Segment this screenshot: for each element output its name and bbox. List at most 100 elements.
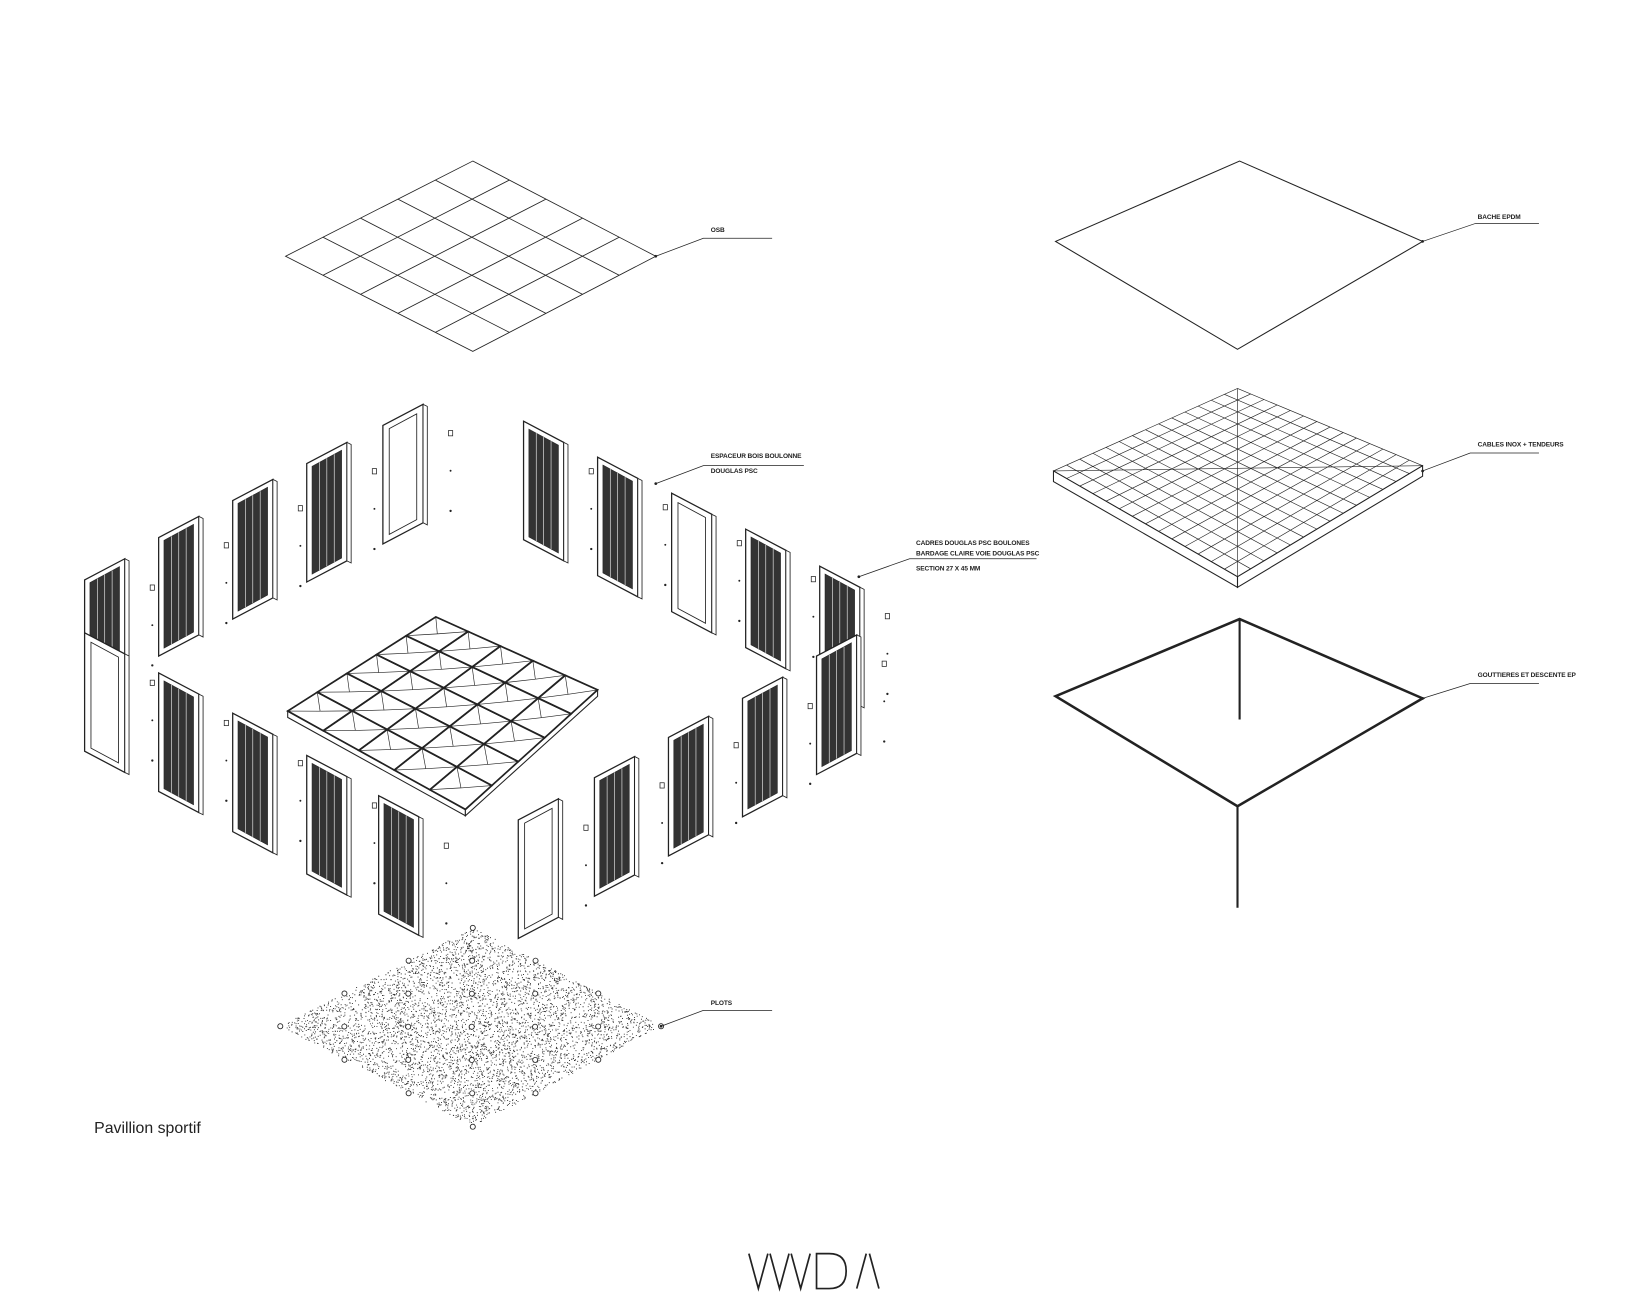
truss bbox=[507, 697, 539, 702]
bolt-dot bbox=[886, 692, 889, 696]
spacer-bolt bbox=[662, 504, 668, 511]
bolt-dot bbox=[225, 799, 228, 802]
label-espaceur-2: DOUGLAS PSC bbox=[711, 468, 758, 475]
panel-edge bbox=[856, 634, 862, 757]
truss bbox=[511, 717, 542, 722]
truss bbox=[405, 635, 409, 654]
bolt-dot bbox=[734, 821, 738, 825]
truss bbox=[456, 766, 462, 788]
grid-line bbox=[322, 179, 510, 276]
label-cadres-3: SECTION 27 X 45 MM bbox=[916, 565, 981, 572]
leader-dot bbox=[1421, 469, 1424, 473]
grid-line bbox=[1079, 458, 1265, 562]
truss bbox=[425, 766, 457, 770]
spacer-bolt bbox=[807, 703, 813, 710]
grid-line bbox=[322, 236, 510, 333]
grid-line bbox=[1197, 448, 1384, 555]
plot-pad bbox=[405, 990, 412, 997]
panel-edge bbox=[272, 733, 278, 856]
plot-pad bbox=[468, 1023, 475, 1030]
truss bbox=[502, 660, 533, 665]
grid-line bbox=[1211, 454, 1397, 562]
spacer-bolt bbox=[223, 719, 229, 727]
truss bbox=[346, 672, 379, 674]
truss bbox=[378, 670, 411, 673]
bolt-dot bbox=[225, 621, 228, 625]
spacer-bolt bbox=[588, 468, 594, 475]
bolt-dot bbox=[373, 547, 376, 551]
grid-line bbox=[360, 198, 547, 295]
panel-edge bbox=[711, 513, 717, 636]
plot-pad bbox=[468, 1057, 475, 1063]
truss bbox=[535, 674, 566, 680]
truss bbox=[409, 671, 413, 690]
truss bbox=[460, 785, 492, 789]
plot-pad bbox=[595, 1056, 602, 1063]
truss bbox=[564, 675, 569, 695]
spacer-bolt bbox=[736, 540, 742, 547]
truss bbox=[471, 666, 475, 686]
wall-panels-layer bbox=[83, 403, 890, 940]
truss bbox=[421, 748, 427, 769]
bolt-dot bbox=[738, 619, 741, 623]
truss bbox=[346, 673, 350, 692]
truss bbox=[456, 764, 488, 768]
truss bbox=[483, 740, 515, 745]
grid-line bbox=[397, 198, 583, 295]
leader-dot bbox=[654, 254, 658, 258]
label-osb: OSB bbox=[711, 227, 725, 234]
plots-floor-layer bbox=[277, 924, 665, 1130]
bolt-dot bbox=[738, 579, 741, 582]
bolt-dot bbox=[151, 624, 154, 627]
truss bbox=[487, 761, 519, 765]
truss bbox=[406, 633, 438, 637]
bolt-dot bbox=[449, 509, 452, 513]
truss bbox=[567, 689, 598, 695]
panel-edge bbox=[782, 676, 788, 799]
truss bbox=[505, 678, 536, 683]
grid-line bbox=[1224, 459, 1410, 570]
spacer-bolt bbox=[297, 760, 303, 767]
spacer-bolt bbox=[297, 505, 303, 512]
truss bbox=[415, 706, 447, 709]
truss bbox=[358, 749, 391, 751]
label-espaceur-1: ESPACEUR BOIS BOULONNE bbox=[711, 453, 802, 460]
vvvda-logo bbox=[748, 1252, 880, 1292]
bolt-dot bbox=[449, 469, 452, 472]
truss bbox=[376, 652, 409, 655]
grid-line bbox=[1184, 443, 1370, 547]
leader-line bbox=[1422, 452, 1539, 472]
truss bbox=[480, 720, 512, 725]
grid-line bbox=[1105, 447, 1291, 546]
bolt-dot bbox=[299, 584, 302, 588]
plot-pad bbox=[469, 957, 476, 964]
leader-line bbox=[655, 237, 773, 257]
truss bbox=[538, 693, 569, 699]
panel-edge bbox=[558, 798, 564, 921]
bolt-dot bbox=[661, 821, 664, 824]
truss bbox=[352, 709, 385, 712]
truss bbox=[532, 660, 536, 680]
truss bbox=[394, 768, 426, 771]
truss bbox=[449, 726, 454, 747]
panel-edge bbox=[634, 755, 640, 878]
sheet-title: Pavillion sportif bbox=[94, 1120, 201, 1137]
truss bbox=[390, 747, 423, 750]
truss bbox=[477, 701, 508, 705]
truss bbox=[422, 746, 454, 749]
panel-edge bbox=[637, 477, 643, 600]
spacer-bolt bbox=[149, 679, 155, 686]
truss bbox=[418, 726, 450, 729]
truss bbox=[438, 651, 442, 670]
spacer-bolt bbox=[443, 842, 449, 849]
truss bbox=[437, 631, 469, 635]
leader-dot bbox=[1421, 696, 1424, 700]
spacer-bolt bbox=[371, 468, 377, 475]
truss bbox=[474, 682, 506, 686]
bolt-dot bbox=[664, 543, 667, 546]
leader-line bbox=[1422, 223, 1539, 242]
bolt-dot bbox=[299, 799, 302, 802]
plot-pad bbox=[405, 957, 412, 964]
plot-pad bbox=[532, 1023, 539, 1030]
